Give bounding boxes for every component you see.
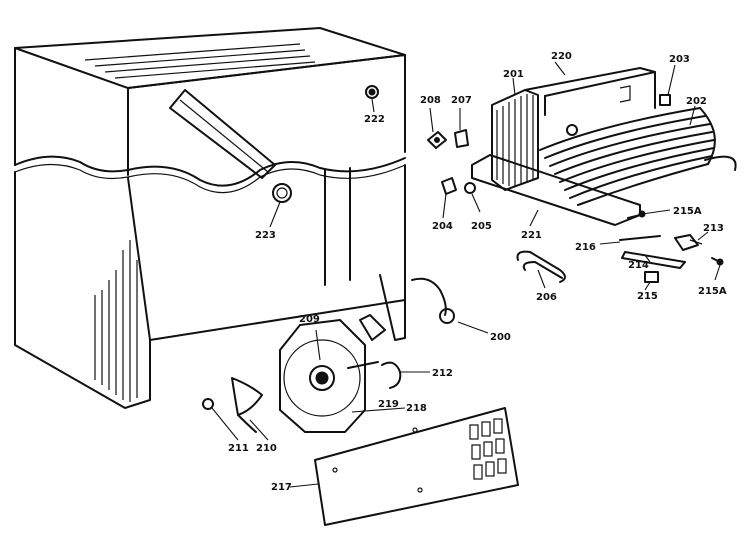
callout-223: 223	[255, 230, 276, 241]
callout-205: 205	[471, 221, 492, 232]
refrigerator-cabinet	[14, 27, 406, 409]
callout-212: 212	[432, 368, 453, 379]
callout-202: 202	[686, 96, 707, 107]
callout-221: 221	[521, 230, 542, 241]
leader-lines	[211, 61, 721, 488]
callout-labels: 200 201 202 203 204 205 206 207 208 209 …	[228, 51, 727, 493]
callout-216: 216	[575, 242, 596, 253]
callout-220: 220	[551, 51, 572, 62]
callout-215a-bottom: 215A	[698, 286, 727, 297]
callout-206: 206	[536, 292, 557, 303]
rear-access-panel	[314, 407, 519, 526]
callout-218: 218	[406, 403, 427, 414]
callout-222: 222	[364, 114, 385, 125]
callout-211: 211	[228, 443, 249, 454]
condenser-coil-assembly	[471, 67, 737, 226]
callout-207: 207	[451, 95, 472, 106]
callout-215a-top: 215A	[673, 206, 702, 217]
callout-210: 210	[256, 443, 277, 454]
callout-217: 217	[271, 482, 292, 493]
callout-208: 208	[420, 95, 441, 106]
callout-203: 203	[669, 54, 690, 65]
small-parts	[427, 129, 724, 283]
callout-219: 219	[378, 399, 399, 410]
callout-215: 215	[637, 291, 658, 302]
callout-200: 200	[490, 332, 511, 343]
callout-214: 214	[628, 260, 649, 271]
callout-209: 209	[299, 314, 320, 325]
callout-204: 204	[432, 221, 453, 232]
callout-213: 213	[703, 223, 724, 234]
fan-motor-assembly	[202, 277, 455, 433]
callout-201: 201	[503, 69, 524, 80]
